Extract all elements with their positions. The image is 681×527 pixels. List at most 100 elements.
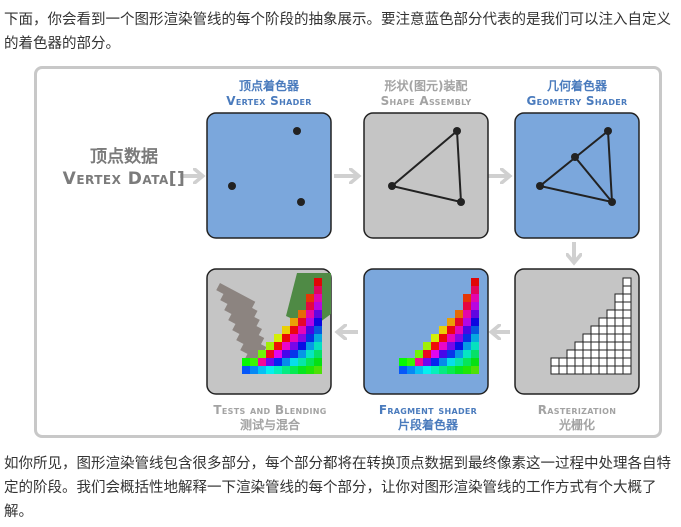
intro-paragraph: 下面，你会看到一个图形渲染管线的每个阶段的抽象展示。要注意蓝色部分代表的是我们可… bbox=[4, 12, 671, 52]
pixel-cell bbox=[290, 318, 298, 326]
pixel-cell bbox=[447, 334, 455, 342]
pixel-cell bbox=[431, 366, 439, 374]
rasterization-label-en: Rasterization bbox=[537, 403, 617, 417]
pixel-cell bbox=[471, 286, 479, 294]
pixel-cell bbox=[455, 350, 463, 358]
pixel-cell bbox=[471, 358, 479, 366]
pixel-cell bbox=[431, 342, 439, 350]
pixel-cell bbox=[423, 350, 431, 358]
pixel-cell bbox=[290, 342, 298, 350]
pixel-cell bbox=[598, 341, 608, 351]
pixel-cell bbox=[447, 358, 455, 366]
pixel-cell bbox=[606, 341, 616, 351]
pixel-cell bbox=[471, 318, 479, 326]
pixel-cell bbox=[290, 334, 298, 342]
pixel-cell bbox=[306, 294, 314, 302]
pixel-cell bbox=[582, 341, 592, 351]
blend-gray-bar bbox=[224, 303, 260, 327]
pixel-cell bbox=[463, 326, 471, 334]
pixel-cell bbox=[455, 310, 463, 318]
vertex-shader-label: 顶点着色器 Vertex Shader bbox=[207, 79, 331, 109]
pipeline-diagram bbox=[180, 112, 640, 395]
pixel-cell bbox=[622, 301, 632, 311]
pixel-cell bbox=[463, 302, 471, 310]
pixel-cell bbox=[258, 366, 266, 374]
pixel-cell bbox=[614, 325, 624, 335]
pixel-cell bbox=[250, 358, 258, 366]
pixel-cell bbox=[463, 350, 471, 358]
tests-blending-box bbox=[206, 268, 332, 395]
pixel-cell bbox=[598, 333, 608, 343]
pixel-cell bbox=[455, 318, 463, 326]
pixel-cell bbox=[431, 350, 439, 358]
pixel-cell bbox=[298, 318, 306, 326]
pixel-cell bbox=[314, 318, 322, 326]
fragment-shader-label: Fragment shader 片段着色器 bbox=[354, 403, 502, 433]
pixel-cell bbox=[314, 310, 322, 318]
pixel-cell bbox=[606, 325, 616, 335]
vertex-data-label-zh: 顶点数据 bbox=[90, 147, 158, 167]
pixel-cell bbox=[314, 302, 322, 310]
vertex-shader-box bbox=[206, 112, 332, 239]
rasterization-label-zh: 光栅化 bbox=[558, 418, 595, 432]
pixel-cell bbox=[471, 326, 479, 334]
pixel-cell bbox=[590, 365, 600, 375]
geometry-shader-label-en: Geometry Shader bbox=[526, 94, 628, 108]
pixel-cell bbox=[471, 294, 479, 302]
pixel-cell bbox=[622, 365, 632, 375]
pixel-cell bbox=[266, 366, 274, 374]
vertex-point bbox=[228, 182, 236, 190]
pixel-cell bbox=[590, 333, 600, 343]
pixel-cell bbox=[439, 326, 447, 334]
pixel-cell bbox=[447, 342, 455, 350]
pixel-cell bbox=[415, 366, 423, 374]
pixel-cell bbox=[582, 349, 592, 359]
pixel-cell bbox=[606, 357, 616, 367]
pixel-cell bbox=[550, 365, 560, 375]
pixel-cell bbox=[614, 317, 624, 327]
pixel-cell bbox=[614, 357, 624, 367]
pixel-cell bbox=[455, 334, 463, 342]
pixel-cell bbox=[622, 285, 632, 295]
pixel-cell bbox=[471, 278, 479, 286]
pixel-cell bbox=[306, 350, 314, 358]
pixel-cell bbox=[471, 302, 479, 310]
pixel-cell bbox=[306, 302, 314, 310]
pixel-cell bbox=[471, 342, 479, 350]
pixel-cell bbox=[431, 334, 439, 342]
pixel-cell bbox=[274, 366, 282, 374]
pixel-cell bbox=[558, 365, 568, 375]
pixel-cell bbox=[606, 309, 616, 319]
pixel-cell bbox=[455, 366, 463, 374]
pixel-cell bbox=[622, 293, 632, 303]
blend-grid bbox=[242, 278, 322, 374]
pixel-cell bbox=[423, 366, 431, 374]
vertex-data-label: 顶点数据 Vertex Data[] bbox=[40, 146, 208, 190]
pixel-cell bbox=[314, 326, 322, 334]
pixel-cell bbox=[606, 317, 616, 327]
pixel-cell bbox=[463, 366, 471, 374]
pixel-cell bbox=[622, 349, 632, 359]
vertex-point bbox=[293, 127, 301, 135]
pixel-cell bbox=[242, 366, 250, 374]
pixel-cell bbox=[298, 326, 306, 334]
pixel-cell bbox=[290, 350, 298, 358]
pixel-cell bbox=[282, 342, 290, 350]
pixel-cell bbox=[614, 309, 624, 319]
pixel-cell bbox=[622, 325, 632, 335]
vertex-shader-label-zh: 顶点着色器 bbox=[238, 79, 299, 93]
shape-assembly-label-zh: 形状(图元)装配 bbox=[384, 79, 468, 93]
pixel-cell bbox=[306, 366, 314, 374]
pixel-cell bbox=[582, 333, 592, 343]
pixel-cell bbox=[258, 350, 266, 358]
pixel-cell bbox=[314, 358, 322, 366]
pixel-cell bbox=[439, 358, 447, 366]
pixel-cell bbox=[598, 349, 608, 359]
pixel-cell bbox=[566, 349, 576, 359]
pixel-cell bbox=[314, 342, 322, 350]
tests-blending-label: Tests and Blending 测试与混合 bbox=[190, 403, 350, 433]
pixel-cell bbox=[306, 326, 314, 334]
pixel-cell bbox=[314, 278, 322, 286]
pixel-cell bbox=[306, 310, 314, 318]
pixel-cell bbox=[566, 357, 576, 367]
